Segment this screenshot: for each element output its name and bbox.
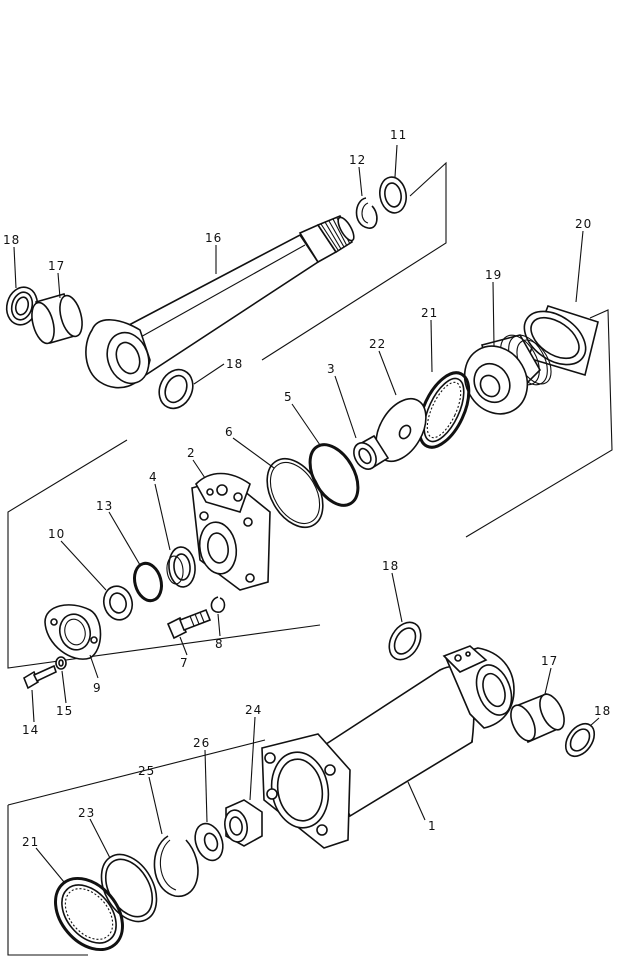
bushing-part-17-right [510, 692, 565, 744]
o-ring-part-5 [308, 443, 360, 507]
callout-21-upper: 21 [421, 306, 438, 320]
washer-part-15 [55, 656, 67, 670]
callout-18-top-left: 18 [3, 233, 20, 247]
callout-9: 9 [93, 681, 102, 695]
cylinder-barrel-part-20 [523, 305, 599, 377]
callout-10: 10 [48, 527, 65, 541]
callout-labels: 11 12 16 17 18 18 20 19 21 22 3 5 6 2 4 … [3, 128, 611, 849]
lock-washer-part-8 [210, 596, 226, 613]
callout-6: 6 [225, 425, 234, 439]
callout-8: 8 [215, 637, 224, 651]
nut-part-24 [224, 799, 263, 847]
leader-lines [13, 144, 600, 883]
piston-seal-part-21-upper [417, 371, 471, 449]
callout-16: 16 [205, 231, 222, 245]
plate-part-22 [375, 397, 427, 463]
callout-19: 19 [485, 268, 502, 282]
callout-3: 3 [327, 362, 336, 376]
spherical-bearing-part-18-right-a [388, 621, 422, 661]
callout-14: 14 [22, 723, 39, 737]
callout-18-right-a: 18 [382, 559, 399, 573]
backup-ring-part-6 [266, 457, 324, 529]
cylinder-tube-part-1 [261, 645, 515, 849]
piston-part-19 [463, 334, 552, 415]
callout-5: 5 [284, 390, 293, 404]
callout-12: 12 [349, 153, 366, 167]
callout-15: 15 [56, 704, 73, 718]
group-bracket-lines [7, 161, 613, 956]
callout-17-right: 17 [541, 654, 558, 668]
flange-part-9 [44, 604, 102, 660]
callout-21-lower: 21 [22, 835, 39, 849]
callout-22: 22 [369, 337, 386, 351]
dust-seal-part-10 [102, 585, 134, 621]
callout-7: 7 [180, 656, 189, 670]
snap-ring-part-12 [355, 197, 378, 229]
piston-rod-part-16 [85, 214, 355, 389]
callout-1: 1 [428, 819, 437, 833]
callout-11: 11 [390, 128, 407, 142]
snap-ring-part-25 [153, 835, 199, 897]
callout-4: 4 [149, 470, 158, 484]
callout-20: 20 [575, 217, 592, 231]
rod-seal-part-13 [133, 561, 163, 603]
cylinder-head-part-2 [191, 472, 271, 591]
bushing-part-17-upper-left [31, 293, 83, 345]
callout-25: 25 [138, 764, 155, 778]
callout-18-mid: 18 [226, 357, 243, 371]
bearing-part-11 [379, 176, 407, 214]
bolt-part-14 [23, 664, 57, 690]
washer-part-26 [194, 822, 224, 862]
callout-13: 13 [96, 499, 113, 513]
callout-24: 24 [245, 703, 262, 717]
collar-part-3 [353, 434, 390, 470]
piston-seal-part-21-lower [54, 876, 124, 952]
callout-26: 26 [193, 736, 210, 750]
bolt-part-7 [166, 608, 212, 640]
callout-18-right-b: 18 [594, 704, 611, 718]
callout-23: 23 [78, 806, 95, 820]
spherical-bearing-part-18-right-b [564, 722, 596, 758]
callout-2: 2 [187, 446, 196, 460]
callout-17-top: 17 [48, 259, 65, 273]
spherical-bearing-part-18-mid [158, 368, 194, 410]
bushing-part-4 [166, 546, 196, 588]
